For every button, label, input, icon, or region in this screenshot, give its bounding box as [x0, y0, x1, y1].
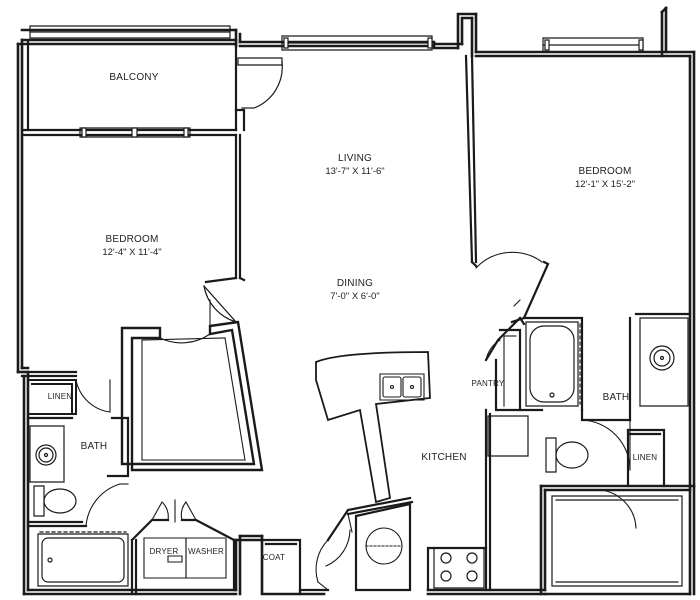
linen-right: [628, 430, 664, 486]
coat-label: COAT: [262, 553, 286, 562]
bath-right-label: BATH: [602, 392, 630, 403]
bedroom-left-door: [204, 286, 236, 322]
bedroom-left-dimensions: 12'-4" X 11'-4": [102, 247, 162, 258]
right-bedroom-walls: [466, 56, 548, 322]
pantry-label: PANTRY: [471, 379, 505, 388]
balcony-door: [236, 58, 282, 130]
bedroom-left-label: BEDROOM: [105, 234, 159, 245]
bath-right-tub: [526, 322, 580, 406]
balcony-walls: [24, 42, 236, 135]
linen-right-label: LINEN: [632, 453, 658, 462]
windows: [30, 26, 643, 52]
bedroom-right-label: BEDROOM: [578, 166, 632, 177]
washer-label: WASHER: [187, 547, 225, 556]
bath-left-walls: [28, 418, 128, 526]
kitchen-label: KITCHEN: [421, 452, 467, 463]
bath-right-toilet: [546, 438, 588, 472]
living-label: LIVING: [338, 153, 372, 164]
bath-right-walls: [520, 314, 690, 420]
balcony-slider: [80, 128, 190, 137]
dining-dimensions: 7'-0" X 6'-0": [330, 291, 380, 302]
bath-left-toilet: [34, 486, 76, 516]
kitchen-right: [428, 410, 490, 590]
dining-label: DINING: [336, 278, 374, 289]
entry: [300, 498, 412, 590]
left-bedroom-walls: [22, 135, 244, 376]
coat-closet: [262, 540, 300, 594]
left-closet: [122, 322, 262, 470]
bath-right-vanity: [640, 318, 688, 406]
dryer-label: DRYER: [149, 547, 179, 556]
utility-closet: [356, 504, 410, 590]
linen-left-label: LINEN: [47, 392, 73, 401]
bedroom-right-dimensions: 12'-1" X 15'-2": [574, 179, 635, 190]
living-dimensions: 13'-7" X 11'-6": [325, 166, 385, 177]
right-closet: [552, 496, 682, 586]
pantry: [486, 318, 524, 410]
bath-left-tub: [38, 532, 128, 586]
bath-left-vanity: [30, 426, 64, 482]
balcony-label: BALCONY: [109, 72, 159, 83]
kitchen-counter: [316, 352, 430, 502]
bath-left-label: BATH: [80, 441, 108, 452]
